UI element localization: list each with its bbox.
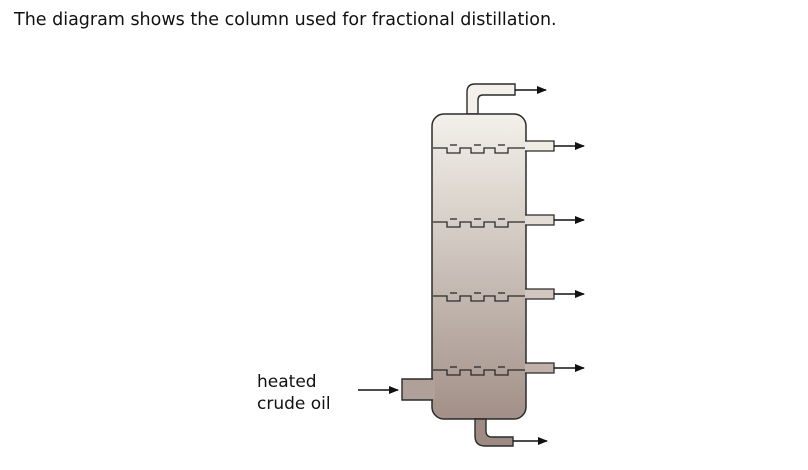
tray-3 xyxy=(433,295,525,302)
side-outlet-pipe-1 xyxy=(525,140,555,152)
trays xyxy=(433,144,525,376)
feed-inlet-joint xyxy=(431,380,435,399)
top-outlet-pipe xyxy=(466,83,516,115)
bottom-outlet-pipe xyxy=(474,418,514,447)
tray-2 xyxy=(433,221,525,228)
feed-label-line-2: crude oil xyxy=(257,394,331,414)
tray-1 xyxy=(433,147,525,154)
distillation-column xyxy=(431,113,527,420)
feed-label-line-1: heated xyxy=(257,372,317,392)
side-outlet-pipe-2 xyxy=(525,214,555,226)
feed-label: heated crude oil xyxy=(257,371,331,415)
question-intro: The diagram shows the column used for fr… xyxy=(14,10,557,30)
side-outlets xyxy=(525,140,585,374)
feed-inlet-pipe xyxy=(401,378,433,401)
side-outlet-pipe-3 xyxy=(525,288,555,300)
side-outlet-pipe-4 xyxy=(525,362,555,374)
tray-4 xyxy=(433,369,525,376)
